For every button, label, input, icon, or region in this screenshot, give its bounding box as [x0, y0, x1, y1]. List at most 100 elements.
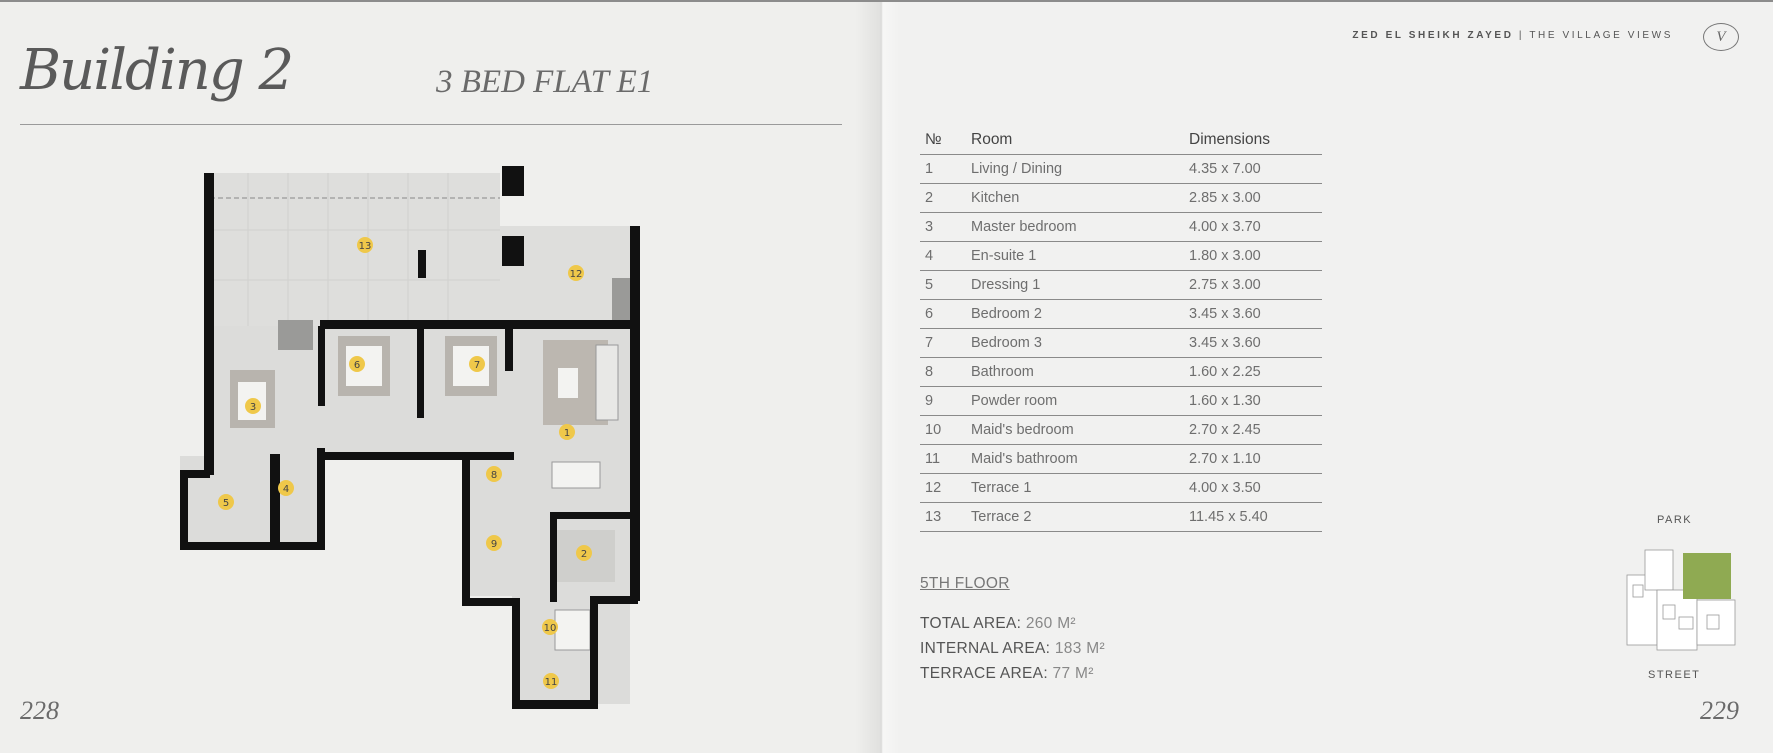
brand-logo: V	[1703, 23, 1739, 51]
shaft-2	[612, 278, 630, 320]
room-name-cell: Terrace 2	[966, 502, 1184, 532]
room-number-cell: 10	[920, 415, 966, 445]
table-header-row: № Room Dimensions	[920, 127, 1322, 155]
room-name-cell: Bedroom 3	[966, 328, 1184, 358]
marker-12-label: 12	[570, 269, 583, 280]
sofa	[595, 344, 619, 421]
left-page-number: 228	[20, 696, 59, 725]
shaft	[278, 320, 313, 350]
marker-1-label: 1	[564, 428, 570, 439]
header-subtitle: THE VILLAGE VIEWS	[1529, 30, 1673, 41]
marker-6-label: 6	[354, 360, 360, 371]
marker-3-label: 3	[250, 402, 256, 413]
marker-7-label: 7	[474, 360, 480, 371]
marker-11	[543, 673, 559, 689]
room-dimensions-cell: 1.60 x 2.25	[1184, 357, 1322, 387]
room-number-cell: 5	[920, 270, 966, 300]
internal-area-value: 183 M²	[1054, 640, 1105, 657]
marker-5	[218, 494, 234, 510]
marker-1	[559, 424, 575, 440]
room-number-cell: 3	[920, 212, 966, 242]
room-dimensions-cell: 3.45 x 3.60	[1184, 328, 1322, 358]
internal-area-label: INTERNAL AREA:	[920, 640, 1051, 657]
header-project: ZED EL SHEIKH ZAYED	[1352, 30, 1514, 41]
keyplan-park-label: PARK	[1657, 514, 1693, 526]
marker-2-label: 2	[581, 549, 587, 560]
room-number-cell: 13	[920, 502, 966, 532]
key-plan	[1626, 549, 1736, 651]
dining-table	[551, 461, 601, 489]
unit-highlight	[1683, 553, 1731, 599]
floor-label: 5TH FLOOR	[920, 575, 1010, 592]
title-rule	[20, 124, 842, 125]
col-number-header: №	[920, 127, 966, 155]
room-name-cell: Maid's bathroom	[966, 444, 1184, 474]
walls	[180, 166, 640, 709]
internal-area: INTERNAL AREA: 183 M²	[920, 640, 1105, 658]
marker-3	[245, 398, 261, 414]
dressing-floor	[180, 456, 320, 548]
room-number-cell: 9	[920, 386, 966, 416]
room-number-cell: 2	[920, 183, 966, 213]
room-dimensions-cell: 2.85 x 3.00	[1184, 183, 1322, 213]
room-name-cell: Maid's bedroom	[966, 415, 1184, 445]
room-dimensions-cell: 3.45 x 3.60	[1184, 299, 1322, 329]
room-dimensions-cell: 4.35 x 7.00	[1184, 154, 1322, 184]
total-area-value: 260 M²	[1025, 615, 1076, 632]
terrace-area-label: TERRACE AREA:	[920, 665, 1048, 682]
marker-10-label: 10	[544, 623, 557, 634]
marker-9	[486, 535, 502, 551]
marker-7	[469, 356, 485, 372]
room-number-cell: 7	[920, 328, 966, 358]
keyplan-street-label: STREET	[1648, 669, 1701, 681]
right-page-number: 229	[1700, 696, 1739, 725]
room-name-cell: Kitchen	[966, 183, 1184, 213]
room-number-cell: 12	[920, 473, 966, 503]
room-dimensions-cell: 2.70 x 2.45	[1184, 415, 1322, 445]
marker-2	[576, 545, 592, 561]
marker-9-label: 9	[491, 539, 497, 550]
room-name-cell: Living / Dining	[966, 154, 1184, 184]
flat-title: 3 BED FLAT E1	[436, 64, 654, 100]
top-border	[0, 0, 1773, 2]
total-area: TOTAL AREA: 260 M²	[920, 615, 1076, 633]
room-dimensions-cell: 4.00 x 3.50	[1184, 473, 1322, 503]
marker-5-label: 5	[223, 498, 229, 509]
terrace-2-area	[210, 173, 500, 326]
col-dimensions-header: Dimensions	[1184, 127, 1322, 155]
room-name-cell: Master bedroom	[966, 212, 1184, 242]
room-number-cell: 1	[920, 154, 966, 184]
marker-10	[542, 619, 558, 635]
coffee-table	[558, 368, 578, 398]
total-area-label: TOTAL AREA:	[920, 615, 1022, 632]
marker-12	[568, 265, 584, 281]
room-dimensions-cell: 2.75 x 3.00	[1184, 270, 1322, 300]
header-separator: |	[1518, 30, 1525, 41]
marker-11-label: 11	[545, 677, 558, 688]
room-number-cell: 6	[920, 299, 966, 329]
page-gutter	[855, 2, 900, 753]
room-dimensions-cell: 4.00 x 3.70	[1184, 212, 1322, 242]
terrace-area-value: 77 M²	[1052, 665, 1094, 682]
marker-8	[486, 466, 502, 482]
room-name-cell: Dressing 1	[966, 270, 1184, 300]
room-name-cell: Powder room	[966, 386, 1184, 416]
marker-4	[278, 480, 294, 496]
terrace-area: TERRACE AREA: 77 M²	[920, 665, 1094, 683]
marker-4-label: 4	[283, 484, 289, 495]
room-number-cell: 8	[920, 357, 966, 387]
room-dimensions-cell: 1.60 x 1.30	[1184, 386, 1322, 416]
room-markers: 1 2 3 4 5 6 7 8 9 10 11 12 13	[218, 237, 592, 689]
